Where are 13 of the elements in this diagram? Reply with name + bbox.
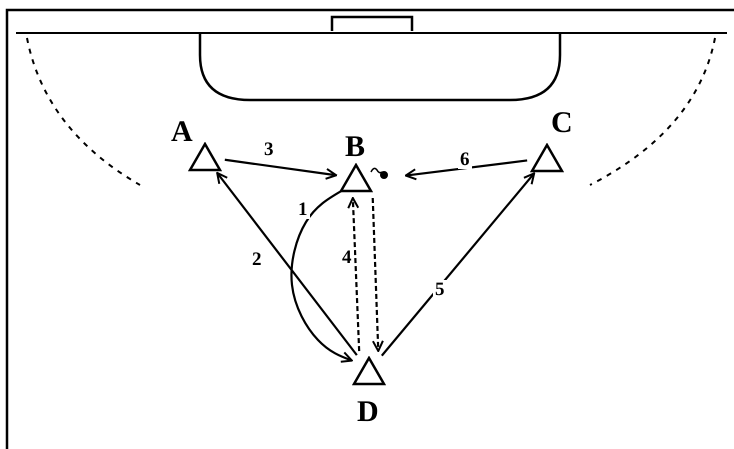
arrow — [380, 172, 536, 356]
player-letter: B — [345, 132, 366, 162]
arrow — [347, 196, 360, 352]
arrow — [290, 190, 353, 363]
player-letter: D — [357, 397, 379, 427]
arrow — [216, 172, 358, 356]
edge-label: 6 — [458, 150, 472, 169]
player-letter: C — [551, 108, 573, 138]
arrow — [224, 158, 338, 180]
arrow — [404, 159, 528, 180]
player-letter: A — [171, 117, 193, 147]
edge-label: 5 — [433, 280, 446, 299]
arrow — [372, 198, 384, 352]
